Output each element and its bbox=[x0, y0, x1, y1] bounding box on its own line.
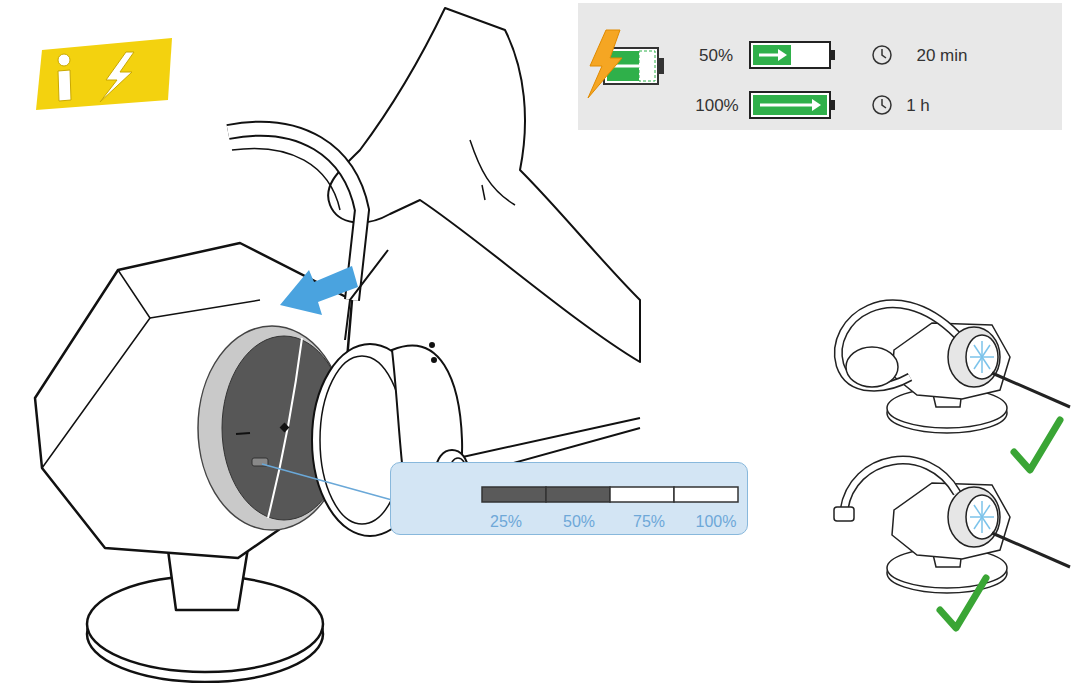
docked-headset bbox=[838, 304, 1070, 433]
charging-battery-icon bbox=[588, 30, 664, 98]
value-label: 20 min bbox=[916, 47, 967, 64]
battery-callout: 25% 50% 75% 100% bbox=[390, 462, 748, 535]
value-label: 50% bbox=[563, 514, 595, 530]
battery-full bbox=[750, 92, 835, 118]
value-label: 50% bbox=[699, 47, 733, 64]
clock-icon bbox=[873, 46, 891, 114]
value-label: 100% bbox=[695, 97, 738, 114]
insert-arrow bbox=[280, 266, 358, 315]
check-mark bbox=[940, 578, 986, 628]
check-mark bbox=[1014, 420, 1060, 470]
value-label: 25% bbox=[490, 514, 522, 530]
leader-line bbox=[262, 464, 392, 500]
battery-half bbox=[750, 42, 835, 68]
value-label: 100% bbox=[696, 514, 737, 530]
docked-headset bbox=[834, 460, 1070, 593]
value-label: 75% bbox=[633, 514, 665, 530]
value-label: 1 h bbox=[906, 97, 930, 114]
info-badge bbox=[36, 38, 172, 110]
timing-panel: 50% 20 min 100% 1 h bbox=[578, 3, 1062, 130]
battery-level-bar bbox=[482, 487, 738, 502]
